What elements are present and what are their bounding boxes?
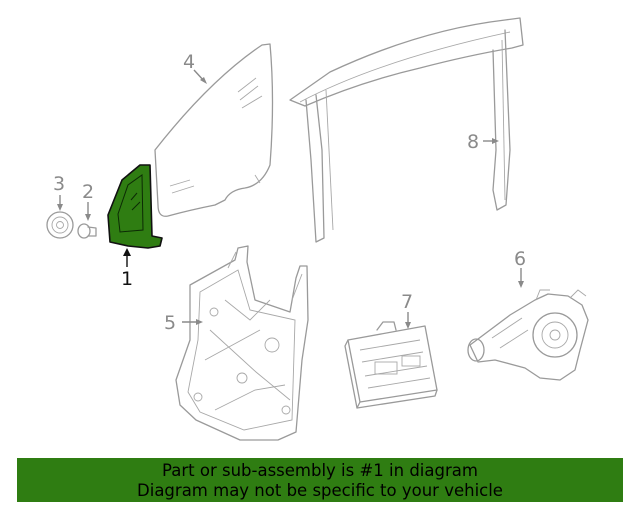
part-1-quarter-glass[interactable] (107, 164, 163, 249)
part-4-door-glass[interactable] (154, 43, 274, 217)
callout-5[interactable]: 5 (164, 312, 203, 334)
callout-2[interactable]: 2 (82, 181, 94, 221)
callout-8[interactable]: 8 (467, 131, 499, 153)
fitment-notice-banner: Part or sub-assembly is #1 in diagram Di… (17, 458, 623, 502)
part-6-window-motor[interactable] (467, 289, 589, 381)
callout-4[interactable]: 4 (183, 51, 207, 84)
callout-2-label: 2 (82, 181, 94, 203)
callout-8-label: 8 (467, 131, 479, 153)
part-2-bolt[interactable] (77, 223, 97, 239)
callout-1[interactable]: 1 (121, 248, 133, 290)
banner-line-part-number: Part or sub-assembly is #1 in diagram (162, 461, 478, 480)
callout-1-label: 1 (121, 268, 133, 290)
callout-7-label: 7 (401, 291, 413, 313)
callout-4-label: 4 (183, 51, 195, 73)
callout-3[interactable]: 3 (53, 173, 65, 211)
part-8-door-frame[interactable] (289, 17, 524, 243)
part-3-grommet[interactable] (46, 211, 74, 239)
callout-3-label: 3 (53, 173, 65, 195)
part-7-control-module[interactable] (344, 321, 438, 409)
banner-line-disclaimer: Diagram may not be specific to your vehi… (137, 481, 503, 500)
callout-5-label: 5 (164, 312, 176, 334)
callout-7[interactable]: 7 (401, 291, 413, 329)
part-5-window-regulator[interactable] (175, 245, 309, 441)
exploded-parts-diagram: 1 2 3 4 5 6 7 (46, 17, 589, 441)
callout-6-label: 6 (514, 248, 526, 270)
callout-6[interactable]: 6 (514, 248, 526, 288)
